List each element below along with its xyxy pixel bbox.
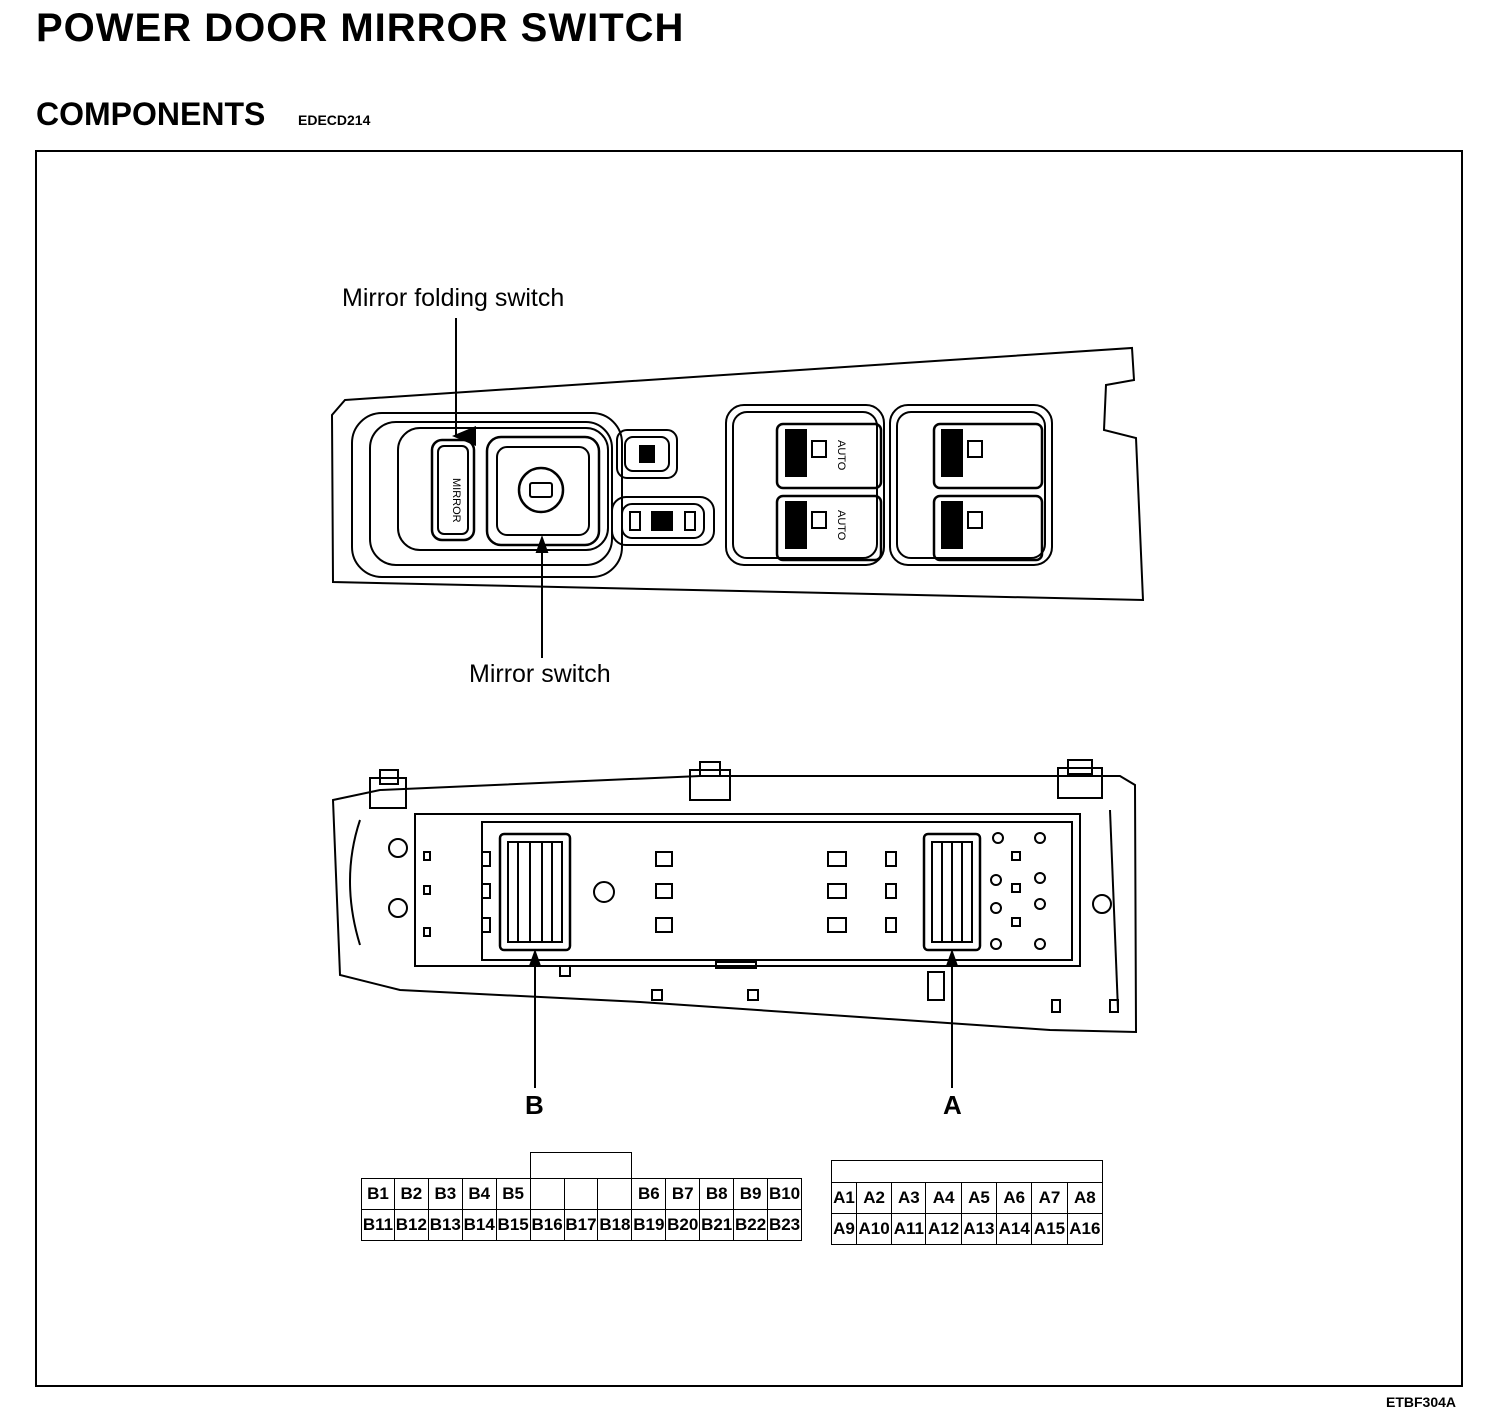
mirror-bezel [351, 412, 623, 578]
connector-a-row-2: A9 A10 A11 A12 A13 A14 A15 A16 [831, 1213, 1104, 1245]
pin-cell: A10 [855, 1213, 893, 1245]
pin-cell: B7 [665, 1178, 701, 1210]
circuit-board [414, 813, 1081, 967]
pin-cell: A15 [1031, 1213, 1068, 1245]
pin-cell: A9 [831, 1213, 857, 1245]
rear-clip-left [369, 777, 407, 809]
connector-a-pin-table: A1 A2 A3 A4 A5 A6 A7 A8 A9 A10 A11 A12 A… [831, 1160, 1104, 1245]
pin-cell: B23 [767, 1209, 802, 1241]
pin-cell: A14 [996, 1213, 1033, 1245]
connector-b-row-2: B11 B12 B13 B14 B15 B16 B17 B18 B19 B20 … [361, 1209, 802, 1241]
connector-a-row-1: A1 A2 A3 A4 A5 A6 A7 A8 [831, 1182, 1104, 1214]
mirror-text: MIRROR [450, 478, 462, 523]
pin-cell: A12 [925, 1213, 962, 1245]
pin-cell: B21 [699, 1209, 735, 1241]
pin-cell: B10 [767, 1178, 802, 1210]
pin-cell: B18 [597, 1209, 633, 1241]
window-switch-front-left [775, 422, 883, 490]
pin-cell: B3 [427, 1178, 463, 1210]
pin-cell: B17 [563, 1209, 599, 1241]
switch-panel-top-view [330, 346, 1145, 602]
mirror-folding-switch-label: Mirror folding switch [342, 284, 565, 312]
pin-cell: B19 [631, 1209, 667, 1241]
pin-cell: A5 [960, 1182, 998, 1214]
window-switch-front-right [932, 422, 1044, 490]
pin-cell [597, 1178, 633, 1210]
pin-cell: A11 [891, 1213, 927, 1245]
connector-b-pin-table: B1 B2 B3 B4 B5 B6 B7 B8 B9 B10 B11 B12 B… [361, 1152, 802, 1241]
pin-cell: B13 [427, 1209, 463, 1241]
window-switch-rear-right [932, 494, 1044, 562]
pin-cell: A13 [960, 1213, 998, 1245]
pin-cell: B15 [495, 1209, 531, 1241]
pin-cell [529, 1178, 565, 1210]
page-title: POWER DOOR MIRROR SWITCH [36, 6, 685, 50]
connector-b-row-1: B1 B2 B3 B4 B5 B6 B7 B8 B9 B10 [361, 1178, 802, 1210]
pin-cell: B2 [393, 1178, 429, 1210]
pin-cell: A6 [996, 1182, 1033, 1214]
section-title: COMPONENTS [36, 96, 266, 132]
pin-cell: A2 [855, 1182, 893, 1214]
pin-cell: B22 [733, 1209, 769, 1241]
pin-cell: B6 [631, 1178, 667, 1210]
pin-cell: A3 [891, 1182, 927, 1214]
auto-text-rear-left: AUTO [835, 510, 847, 541]
pin-cell: A16 [1066, 1213, 1104, 1245]
connector-a-key [831, 1160, 1103, 1183]
switch-panel-bottom-view [331, 775, 1138, 1034]
figure-code: ETBF304A [1386, 1394, 1457, 1410]
auto-text-front-left: AUTO [835, 440, 847, 471]
pin-cell [563, 1178, 599, 1210]
connector-b-key [529, 1152, 633, 1179]
pin-cell: A8 [1066, 1182, 1104, 1214]
pin-cell: A4 [925, 1182, 962, 1214]
window-lock-button [611, 496, 715, 546]
figure-frame [35, 150, 1463, 1387]
connector-b-label: B [525, 1090, 544, 1120]
pin-cell: B9 [733, 1178, 769, 1210]
lock-button [616, 429, 678, 479]
pin-cell: B1 [361, 1178, 395, 1210]
section-code: EDECD214 [298, 112, 371, 128]
pin-cell: B20 [665, 1209, 701, 1241]
pin-cell: B12 [393, 1209, 429, 1241]
pin-cell: B8 [699, 1178, 735, 1210]
pin-cell: A1 [831, 1182, 857, 1214]
pin-cell: B14 [461, 1209, 497, 1241]
pin-cell: B4 [461, 1178, 497, 1210]
mirror-switch-label: Mirror switch [469, 660, 611, 688]
window-switch-rear-left [775, 494, 883, 562]
rear-clip-right [1057, 767, 1103, 799]
pin-cell: A7 [1031, 1182, 1068, 1214]
pin-cell: B11 [361, 1209, 395, 1241]
rear-clip-center [689, 769, 731, 801]
connector-a-label: A [943, 1090, 962, 1120]
pin-cell: B5 [495, 1178, 531, 1210]
pin-cell: B16 [529, 1209, 565, 1241]
